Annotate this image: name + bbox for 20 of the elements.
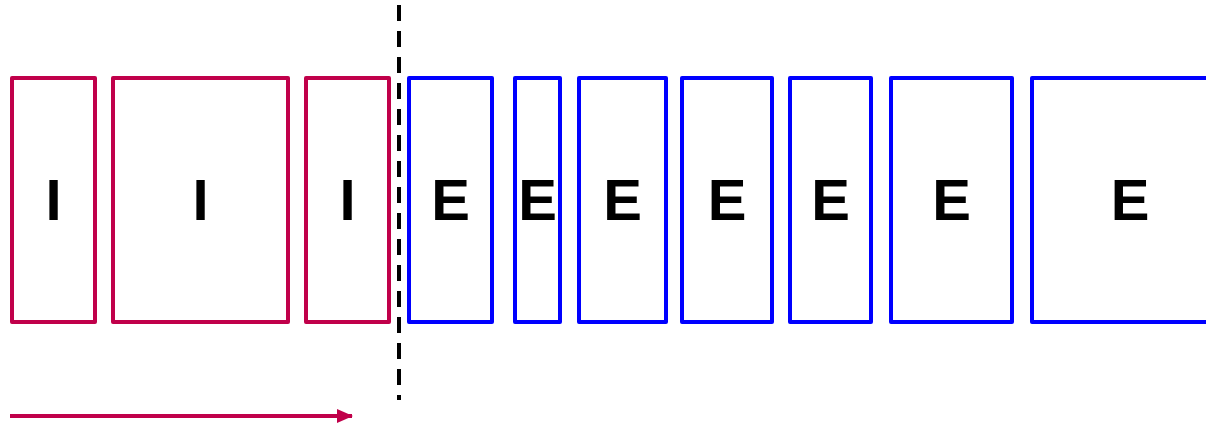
box-letter: I <box>339 171 356 229</box>
partition-box <box>111 76 290 324</box>
box-letter: E <box>431 171 470 229</box>
box-letter: E <box>603 171 642 229</box>
partition-box <box>407 76 494 324</box>
partition-box <box>788 76 873 324</box>
box-letter: I <box>45 171 62 229</box>
partition-box <box>304 76 391 324</box>
partition-box <box>889 76 1014 324</box>
box-letter: E <box>1110 171 1150 229</box>
partition-box <box>577 76 668 324</box>
partition-box <box>1030 76 1206 324</box>
box-letter: E <box>707 171 747 229</box>
box-letter: E <box>518 171 557 229</box>
partition-box <box>513 76 562 324</box>
box-letter: E <box>932 171 971 229</box>
box-letter: I <box>192 171 209 229</box>
partition-box <box>10 76 97 324</box>
partition-box <box>680 76 774 324</box>
box-letter: E <box>811 171 850 229</box>
